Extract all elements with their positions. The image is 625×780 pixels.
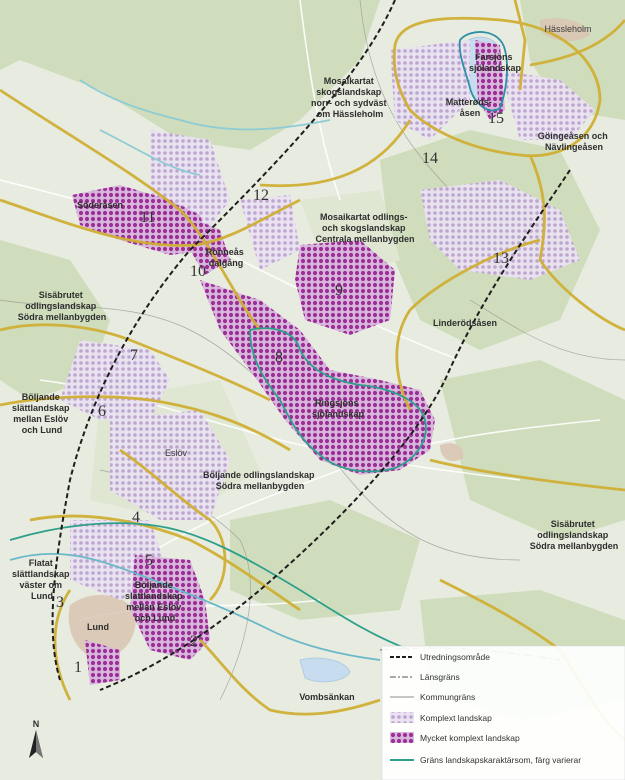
legend-label: Mycket komplext landskap bbox=[420, 733, 520, 743]
area-label-mosaik-odling: Mosaikartat odlings- och skogslandskap C… bbox=[315, 212, 414, 244]
area-number: 12 bbox=[253, 187, 269, 204]
area-number: 7 bbox=[130, 347, 138, 364]
legend-label: Utredningsområde bbox=[420, 652, 490, 662]
area-label-flatat: Flatat slättlandskap väster om Lund bbox=[12, 558, 72, 601]
place-eslov: Eslöv bbox=[165, 448, 188, 458]
area-number: 3 bbox=[56, 594, 64, 611]
area-label-boljande-slatt-s: Böljande slättlandskap mellan Eslöv och … bbox=[125, 580, 185, 623]
legend-swatch-complex bbox=[390, 712, 414, 723]
place-labels: Lund Eslöv Hässleholm bbox=[87, 24, 592, 632]
area-number: 6 bbox=[98, 403, 106, 420]
area-label-sisabrutet-w: Sisäbrutet odlingslandskap Södra mellanb… bbox=[18, 290, 107, 322]
area-label-vombsankan: Vombsänkan bbox=[299, 692, 354, 702]
study-area-boundary bbox=[51, 0, 571, 691]
svg-text:N: N bbox=[33, 719, 40, 729]
area-number: 1 bbox=[74, 659, 82, 676]
legend-label: Länsgräns bbox=[420, 672, 460, 682]
legend-label: Kommungräns bbox=[420, 692, 475, 702]
area-number: 9 bbox=[335, 282, 343, 299]
area-labels: Mosaikartat skogslandskap norr- och sydv… bbox=[12, 52, 618, 702]
area-number: 15 bbox=[488, 110, 504, 127]
legend-label: Komplext landskap bbox=[420, 713, 492, 723]
area-label-soderasen: Söderåsen bbox=[77, 200, 123, 210]
area-number: 14 bbox=[422, 150, 438, 167]
place-lund: Lund bbox=[87, 622, 109, 632]
area-number: 2 bbox=[190, 633, 198, 650]
area-numbers: 1 2 3 4 5 6 7 8 9 10 11 12 13 14 15 bbox=[56, 110, 509, 676]
area-number: 5 bbox=[145, 552, 153, 569]
area-number: 8 bbox=[275, 349, 283, 366]
north-arrow-icon: N bbox=[29, 719, 43, 758]
area-label-goinge: Göingeåsen och Nävlingeåsen bbox=[538, 131, 611, 152]
area-number: 11 bbox=[140, 209, 155, 226]
area-label-linderodsasen: Linderödsåsen bbox=[433, 318, 497, 328]
area-number: 10 bbox=[190, 263, 206, 280]
region-borders bbox=[9, 31, 508, 661]
area-label-ringsjon: Ringsjöns sjölandskap bbox=[312, 398, 365, 419]
area-number: 13 bbox=[493, 250, 509, 267]
area-label-boljande-slatt-n: Böljande slättlandskap mellan Eslöv och … bbox=[12, 392, 72, 435]
legend: Utredningsområde Länsgräns Kommungräns K… bbox=[381, 645, 625, 780]
area-label-ronneas: Rönneås dalgång bbox=[206, 247, 247, 268]
legend-label: Gräns landskapskaraktärsom, färg variera… bbox=[420, 755, 581, 765]
legend-box bbox=[381, 645, 625, 780]
area-label-mosaik-skog: Mosaikartat skogslandskap norr- och sydv… bbox=[311, 76, 389, 119]
area-label-matterods: Matterøds- åsen bbox=[446, 97, 495, 118]
area-number: 4 bbox=[132, 509, 140, 526]
legend-swatch-very-complex bbox=[390, 732, 414, 743]
place-hassleholm: Hässleholm bbox=[544, 24, 591, 34]
area-label-sisabrutet-e: Sisäbrutet odlingslandskap Södra mellanb… bbox=[530, 519, 619, 551]
area-label-boljande-odling: Böljande odlingslandskap Södra mellanbyg… bbox=[203, 470, 317, 491]
area-label-farsjon: Farsjöns sjölandskap bbox=[469, 52, 522, 73]
vombsjon-lake bbox=[299, 657, 351, 683]
